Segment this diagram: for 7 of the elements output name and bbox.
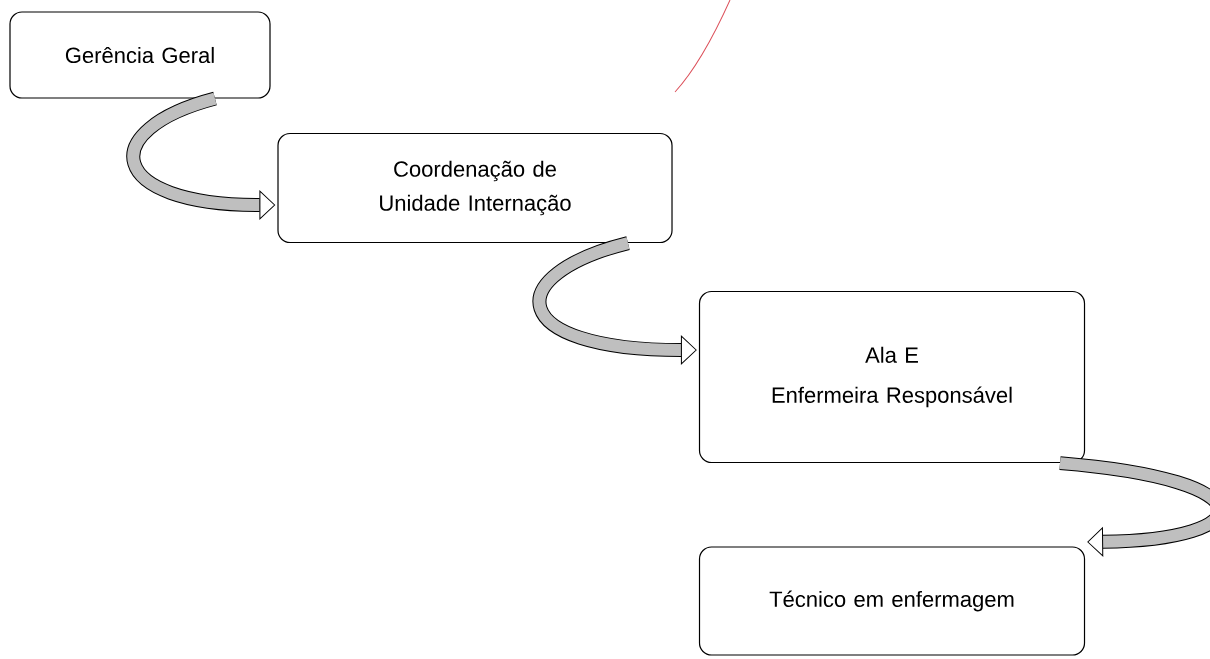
curved-arrow — [1059, 456, 1210, 557]
process-box: Coordenação de Unidade Internação — [277, 132, 673, 244]
process-box: Ala E Enfermeira Responsável — [698, 290, 1086, 464]
process-box: Técnico em enfermagem — [698, 546, 1086, 656]
curved-arrow — [533, 236, 697, 365]
curved-arrow — [126, 91, 276, 220]
process-box: Gerência Geral — [9, 11, 271, 99]
